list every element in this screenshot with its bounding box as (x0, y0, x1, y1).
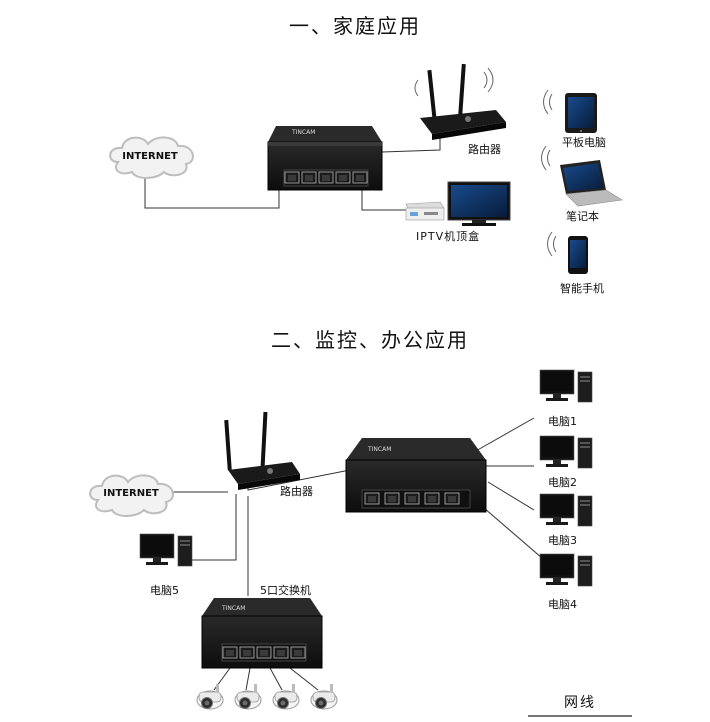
pc3-label: 电脑3 (548, 534, 577, 547)
switch-brand-2: TINCAM (367, 446, 391, 453)
iptv-label: IPTV机顶盒 (416, 229, 480, 243)
router-icon (414, 63, 506, 140)
pc3-icon (539, 493, 593, 527)
internet-label: INTERNET (122, 151, 178, 162)
laptop-label: 笔记本 (566, 209, 599, 223)
pc2-label: 电脑2 (548, 476, 577, 489)
pc4-label: 电脑4 (548, 598, 577, 611)
pc5-icon (139, 533, 193, 567)
switch-icon (267, 126, 383, 191)
pc1-label: 电脑1 (548, 415, 577, 428)
tv-icon (447, 181, 511, 226)
pc2-icon (539, 435, 593, 469)
phone-label: 智能手机 (560, 281, 604, 295)
router-label: 路由器 (468, 142, 501, 156)
switch-brand: TINCAM (291, 129, 315, 136)
switch-icon (345, 438, 487, 513)
pc4-icon (539, 553, 593, 587)
camera-icon (196, 683, 224, 710)
small-switch-brand: TINCAM (221, 605, 245, 612)
internet-label-2: INTERNET (103, 488, 159, 499)
pc1-icon (539, 369, 593, 403)
section2-cables (165, 417, 543, 691)
iptv-box-icon (405, 201, 445, 221)
tablet-label: 平板电脑 (562, 135, 606, 149)
small-switch-label: 5口交换机 (260, 583, 311, 597)
phone-icon (547, 231, 588, 274)
pc5-label: 电脑5 (150, 584, 179, 597)
laptop-icon (541, 145, 623, 207)
tablet-icon (543, 89, 597, 133)
camera-icon (234, 683, 262, 710)
camera-icon (272, 683, 300, 710)
small-switch-icon (201, 598, 323, 669)
section1-cables (144, 134, 441, 211)
router-label-2: 路由器 (280, 484, 313, 498)
router-icon (224, 411, 300, 490)
section2-title: 二、监控、办公应用 (271, 328, 469, 352)
section1-title: 一、家庭应用 (289, 14, 421, 38)
legend-label: 网线 (564, 695, 596, 711)
